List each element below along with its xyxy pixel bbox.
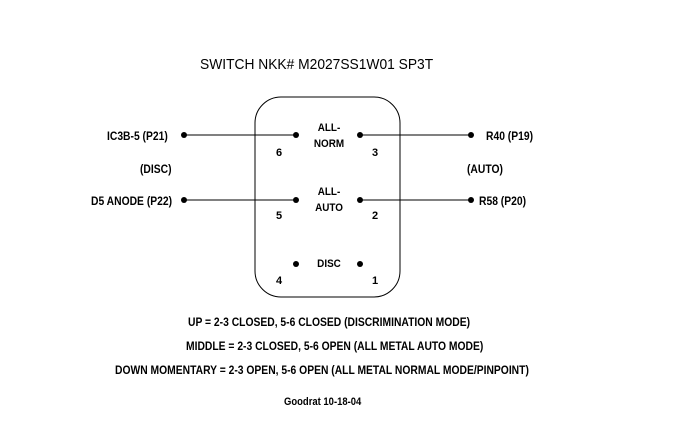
- note-middle-mode: MIDDLE = 2-3 CLOSED, 5-6 OPEN (ALL METAL…: [186, 339, 484, 353]
- pin-number-2: 2: [372, 210, 379, 222]
- diagram-title: SWITCH NKK# M2027SS1W01 SP3T: [200, 56, 434, 73]
- position-up-line1: ALL-: [317, 122, 341, 134]
- pin-number-6: 6: [276, 147, 283, 159]
- author-date-signature: Goodrat 10-18-04: [284, 396, 362, 408]
- terminal-dot-pin3: [357, 132, 363, 138]
- position-middle-all-auto: ALL- AUTO: [310, 184, 348, 216]
- position-down-disc: DISC: [317, 258, 341, 270]
- position-middle-line1: ALL-: [317, 186, 341, 198]
- pin-number-5: 5: [276, 210, 283, 222]
- terminal-dot-r58: [468, 197, 474, 203]
- pin-number-4: 4: [276, 275, 283, 287]
- pin-number-1: 1: [372, 275, 379, 287]
- position-up-line2: NORM: [313, 138, 345, 150]
- label-d5-anode-p22: D5 ANODE (P22): [91, 194, 173, 208]
- pin-number-3: 3: [372, 147, 379, 159]
- terminal-dot-pin6: [293, 132, 299, 138]
- label-r40-p19: R40 (P19): [486, 129, 534, 143]
- label-disc-mode: (DISC): [140, 162, 172, 176]
- position-middle-line2: AUTO: [315, 202, 343, 214]
- terminal-dot-r40: [468, 132, 474, 138]
- terminal-dot-ic3b5: [181, 132, 187, 138]
- terminal-dot-pin1: [357, 261, 363, 267]
- label-auto-mode: (AUTO): [467, 162, 503, 176]
- label-r58-p20: R58 (P20): [479, 194, 527, 208]
- switch-body-outline: [254, 96, 401, 298]
- label-ic3b5-p21: IC3B-5 (P21): [107, 129, 168, 143]
- terminal-dot-pin2: [357, 197, 363, 203]
- terminal-dot-pin4: [293, 261, 299, 267]
- position-up-all-norm: ALL- NORM: [310, 120, 348, 152]
- note-up-mode: UP = 2-3 CLOSED, 5-6 CLOSED (DISCRIMINAT…: [188, 315, 471, 329]
- note-down-mode: DOWN MOMENTARY = 2-3 OPEN, 5-6 OPEN (ALL…: [115, 363, 529, 377]
- terminal-dot-pin5: [293, 197, 299, 203]
- terminal-dot-d5anode: [181, 197, 187, 203]
